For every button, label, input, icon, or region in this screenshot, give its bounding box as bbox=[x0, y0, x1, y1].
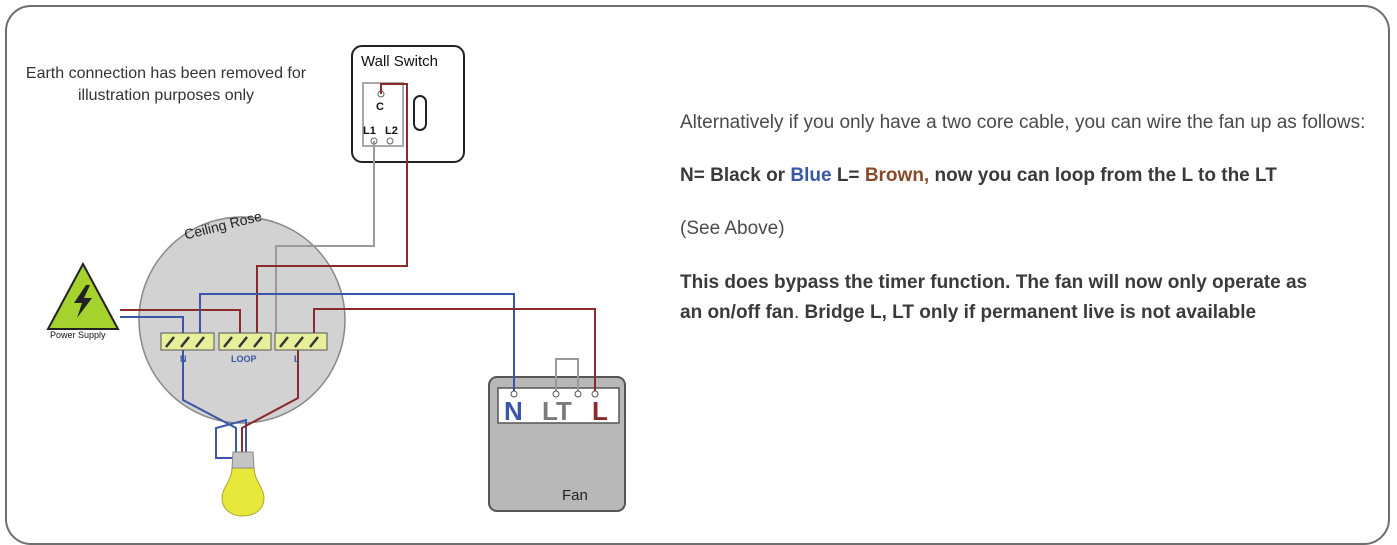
fan-lt-screw bbox=[552, 390, 560, 398]
fan-terminal-l-label: L bbox=[592, 396, 608, 426]
rose-terminal-loop bbox=[218, 332, 272, 351]
mapping-n: N= Black or bbox=[680, 165, 791, 186]
ceiling-rose bbox=[138, 216, 346, 424]
timer-warning: This does bypass the timer function. The… bbox=[680, 268, 1320, 328]
rose-terminal-n bbox=[160, 332, 215, 351]
rose-terminal-l bbox=[274, 332, 328, 351]
fan-n-screw bbox=[510, 390, 518, 398]
wiring-diagram: Ceiling Rose Wall Switch C L1 L2 N LT L … bbox=[46, 45, 626, 517]
earth-note: Earth connection has been removed for il… bbox=[25, 65, 307, 104]
switch-rocker bbox=[413, 95, 427, 131]
bulb-live-wire bbox=[241, 350, 299, 452]
fan-lt2-screw bbox=[574, 390, 582, 398]
fan-live-wire bbox=[313, 308, 596, 393]
mapping-l: L= bbox=[831, 165, 865, 186]
lightning-icon bbox=[46, 261, 120, 330]
switch-feed-wire bbox=[256, 83, 408, 333]
switch-l2-label: L2 bbox=[385, 125, 398, 137]
wire-mapping: N= Black or Blue L= Brown, now you can l… bbox=[680, 161, 1380, 190]
fan-terminal-lt-label: LT bbox=[542, 396, 572, 426]
bulb-icon bbox=[221, 451, 265, 517]
supply-live-wire bbox=[120, 309, 241, 333]
switched-live-wire bbox=[275, 141, 375, 333]
see-above-text: (See Above) bbox=[680, 218, 785, 239]
warning-part-2: Bridge L, LT only if permanent live is n… bbox=[799, 302, 1257, 323]
rose-terminal-loop-label: LOOP bbox=[231, 354, 257, 364]
fan-neutral-wire bbox=[199, 293, 515, 393]
intro-text: Alternatively if you only have a two cor… bbox=[680, 112, 1366, 133]
wall-switch-label: Wall Switch bbox=[361, 53, 438, 70]
fan-bridge-wire bbox=[555, 358, 579, 393]
instructions-panel: Alternatively if you only have a two cor… bbox=[680, 108, 1380, 328]
rose-terminal-l-label: L bbox=[294, 354, 300, 364]
switch-l2-screw bbox=[386, 137, 394, 145]
mapping-rest: now you can loop from the L to the LT bbox=[929, 165, 1277, 186]
rose-terminal-n-label: N bbox=[180, 354, 187, 364]
supply-neutral-wire bbox=[120, 316, 184, 333]
warning-part-1: This does bypass the timer function. The… bbox=[680, 272, 1308, 323]
switch-common-label: C bbox=[376, 101, 384, 113]
fan-l-screw bbox=[591, 390, 599, 398]
warning-dot: . bbox=[793, 302, 800, 323]
power-supply-label: Power Supply bbox=[50, 330, 106, 340]
mapping-brown: Brown, bbox=[864, 165, 930, 186]
fan-terminal-n-label: N bbox=[504, 396, 523, 426]
fan-label: Fan bbox=[562, 487, 588, 504]
bulb-neutral-wire bbox=[182, 350, 247, 459]
mapping-blue: Blue bbox=[790, 165, 832, 186]
switch-l1-label: L1 bbox=[363, 125, 376, 137]
